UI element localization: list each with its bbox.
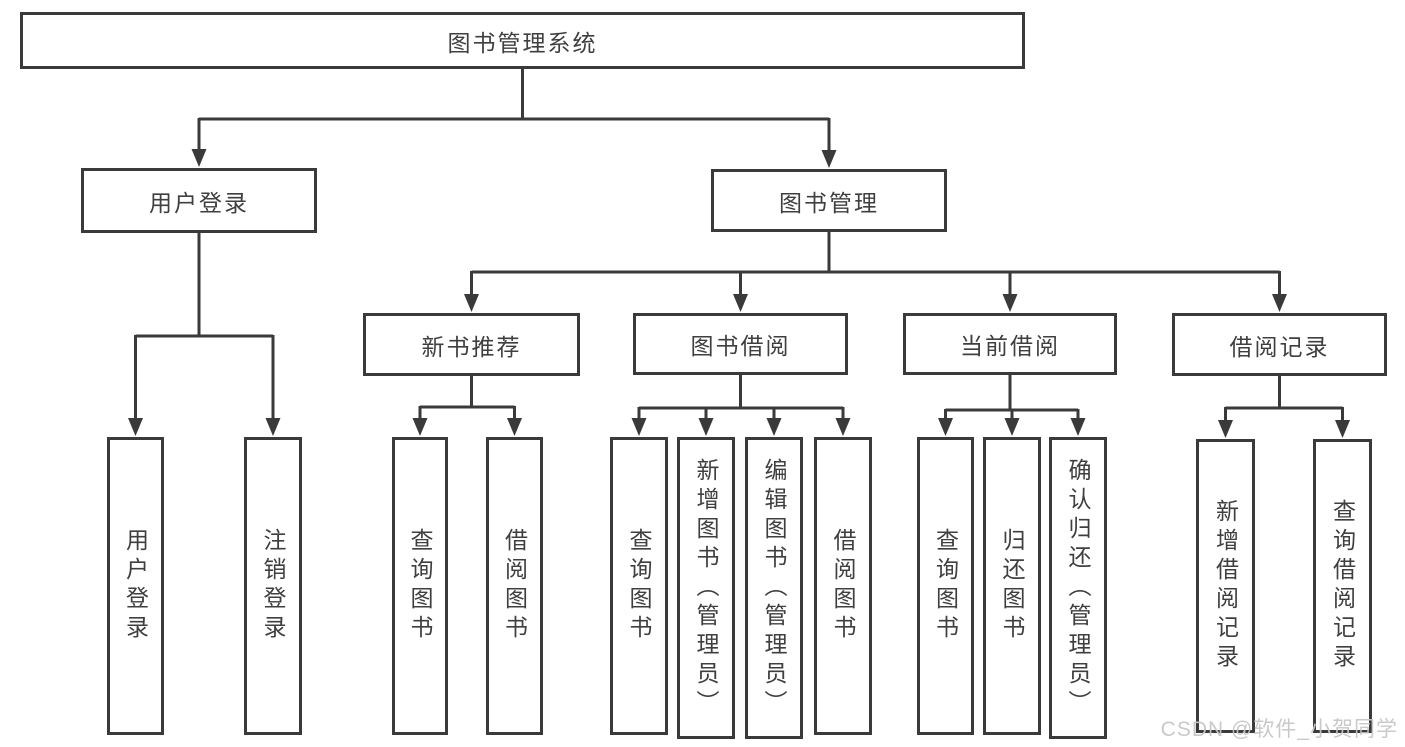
node-label: 编辑图书（管理员） <box>761 457 787 719</box>
node-leaf-borrow-book-2: 借阅图书 <box>814 437 872 735</box>
node-user-login: 用户登录 <box>81 168 317 233</box>
node-current-borrow: 当前借阅 <box>903 313 1117 375</box>
node-label: 借阅图书 <box>501 528 528 644</box>
node-leaf-user-login: 用户登录 <box>107 437 164 735</box>
node-label: 图书管理 <box>779 189 879 216</box>
node-label: 借阅图书 <box>830 528 856 644</box>
node-leaf-query-book-3: 查询图书 <box>917 437 974 735</box>
node-label: 查询图书 <box>407 528 433 644</box>
node-label: 用户登录 <box>149 189 249 216</box>
node-label: 借阅记录 <box>1229 333 1330 360</box>
node-leaf-query-book-1: 查询图书 <box>392 437 448 735</box>
node-label: 确认归还（管理员） <box>1065 457 1091 719</box>
node-leaf-add-book: 新增图书（管理员） <box>677 437 735 739</box>
node-leaf-add-borrow-record: 新增借阅记录 <box>1196 439 1255 733</box>
node-label: 注销登录 <box>260 528 286 644</box>
node-leaf-confirm-return: 确认归还（管理员） <box>1049 437 1107 739</box>
node-label: 新书推荐 <box>421 333 522 360</box>
node-label: 图书借阅 <box>690 333 791 359</box>
node-label: 新增借阅记录 <box>1212 499 1239 673</box>
node-leaf-logout: 注销登录 <box>244 437 302 735</box>
node-label: 用户登录 <box>122 528 149 644</box>
node-label: 图书管理系统 <box>447 29 598 56</box>
node-leaf-borrow-book-1: 借阅图书 <box>486 437 543 735</box>
node-leaf-return-book: 归还图书 <box>983 437 1041 735</box>
node-label: 查询借阅记录 <box>1329 499 1356 673</box>
node-label: 当前借阅 <box>960 333 1060 359</box>
node-book-borrow: 图书借阅 <box>633 313 848 375</box>
node-label: 归还图书 <box>999 528 1025 644</box>
node-new-book-rec: 新书推荐 <box>363 313 580 376</box>
node-label: 查询图书 <box>932 528 959 644</box>
node-leaf-query-borrow-record: 查询借阅记录 <box>1313 439 1372 733</box>
node-leaf-edit-book: 编辑图书（管理员） <box>745 437 803 739</box>
node-label: 查询图书 <box>626 528 652 644</box>
node-borrow-records: 借阅记录 <box>1172 313 1387 376</box>
node-label: 新增图书（管理员） <box>693 457 719 719</box>
node-root: 图书管理系统 <box>20 12 1025 69</box>
node-book-mgmt: 图书管理 <box>711 169 947 232</box>
node-leaf-query-book-2: 查询图书 <box>610 437 668 735</box>
watermark: CSDN @软件_小贺同学 <box>1160 718 1398 741</box>
